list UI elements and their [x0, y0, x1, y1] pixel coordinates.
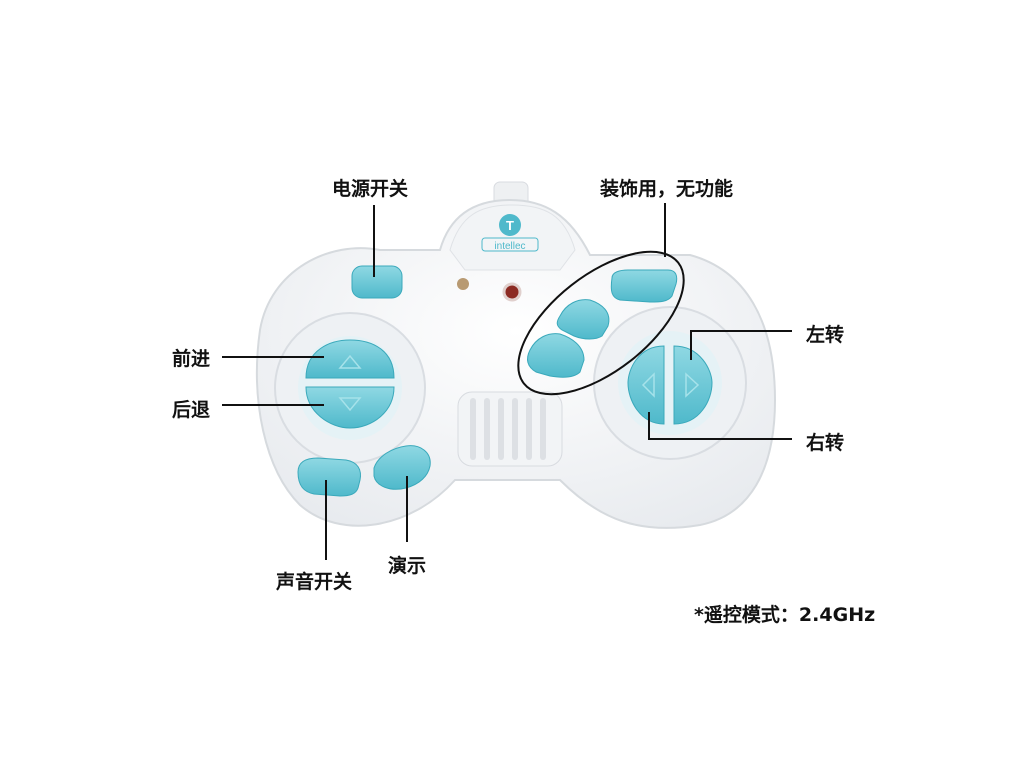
turn-right-callout-h [648, 438, 792, 440]
brand-logo: T intellec [481, 214, 539, 252]
backward-callout-line [222, 404, 324, 406]
turn-right-label: 右转 [806, 432, 845, 454]
sound-switch-label: 声音开关 [276, 571, 353, 593]
power-switch-button[interactable] [351, 265, 403, 299]
svg-text:T: T [506, 218, 514, 233]
power-switch-label: 电源开关 [332, 178, 409, 200]
decorative-callout-ellipse [517, 250, 685, 396]
decorative-callout-line [664, 203, 666, 257]
demo-button[interactable] [373, 445, 431, 490]
footnote: *遥控模式：2.4GHz [694, 604, 876, 626]
turn-left-button[interactable] [627, 345, 665, 425]
backward-button[interactable] [305, 386, 395, 429]
turn-right-button[interactable] [673, 345, 713, 425]
forward-label: 前进 [172, 348, 211, 370]
turn-left-callout-h [690, 330, 792, 332]
backward-label: 后退 [172, 399, 211, 421]
svg-text:intellec: intellec [494, 241, 525, 252]
power-callout-line [373, 205, 375, 277]
turn-left-callout-v [690, 330, 692, 360]
demo-callout-line [406, 476, 408, 542]
led-right [502, 282, 522, 302]
turn-left-label: 左转 [806, 324, 845, 346]
sound-callout-line [325, 480, 327, 560]
forward-callout-line [222, 356, 324, 358]
demo-label: 演示 [388, 555, 427, 577]
speaker-grille [457, 391, 563, 467]
led-left [457, 278, 469, 290]
turn-right-callout-v [648, 412, 650, 440]
decorative-buttons [527, 269, 678, 378]
sound-switch-button[interactable] [297, 457, 361, 497]
decorative-label: 装饰用，无功能 [600, 178, 734, 200]
